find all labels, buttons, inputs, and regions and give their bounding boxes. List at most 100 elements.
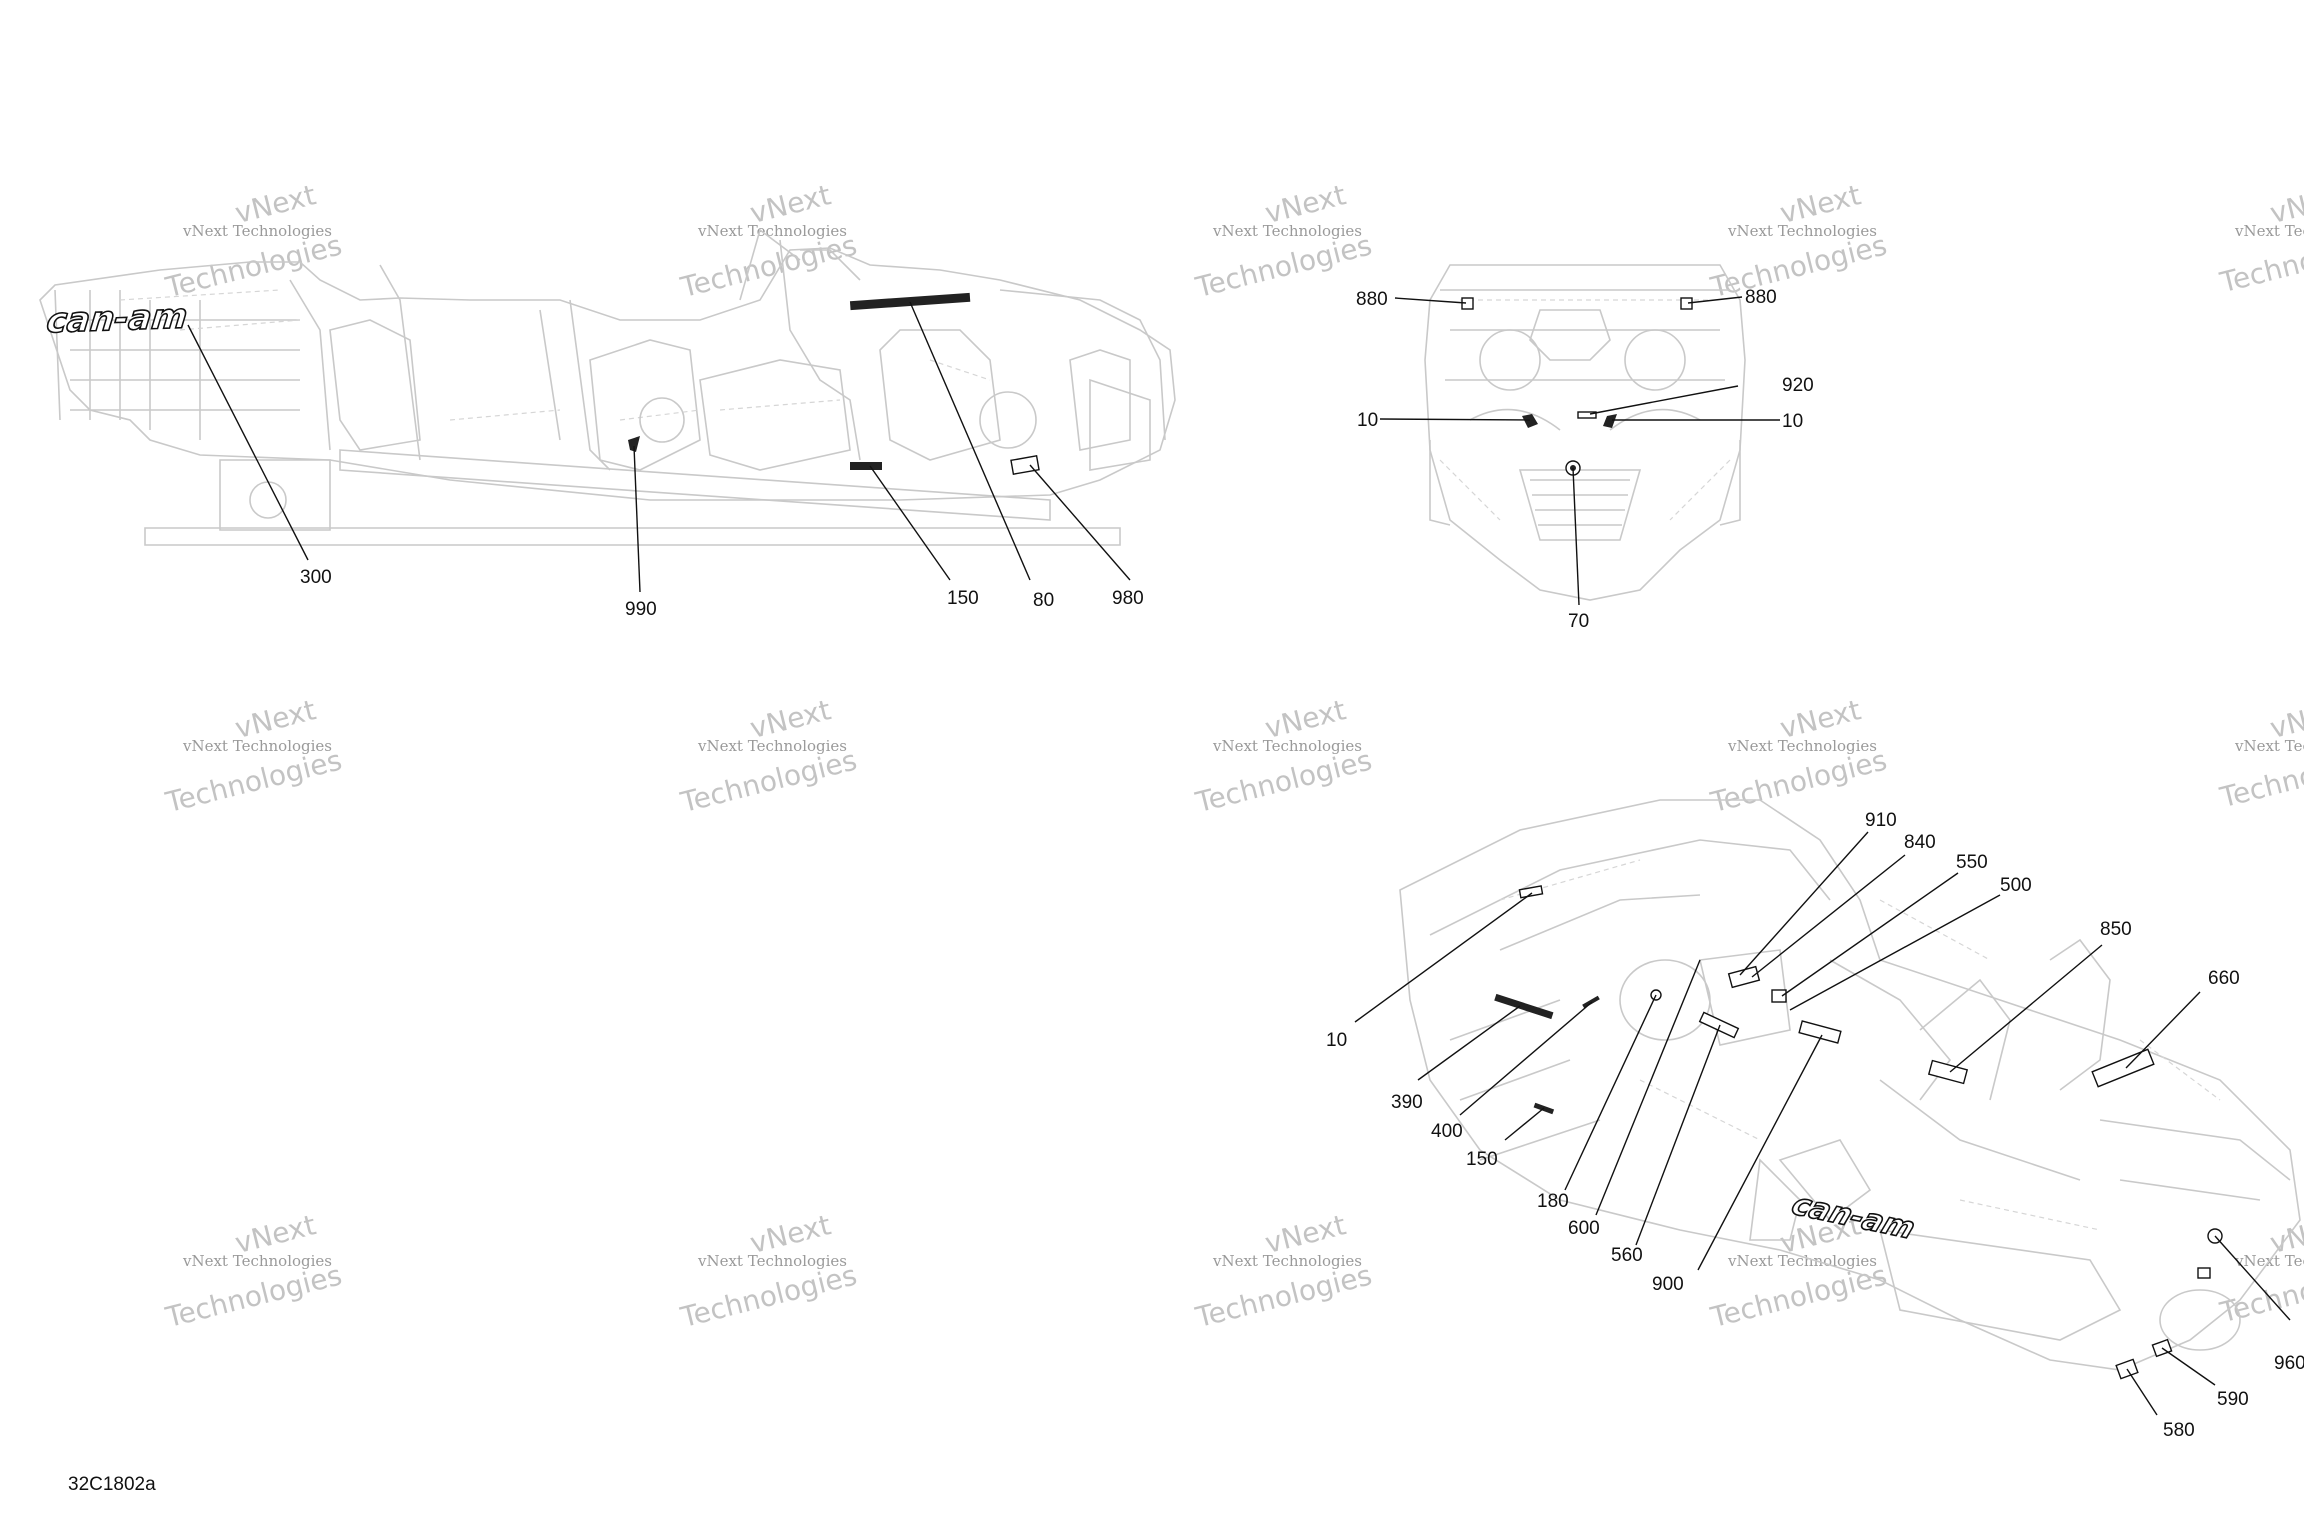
leader-560: [1635, 1024, 1721, 1246]
leader-880-right: [1687, 296, 1743, 304]
callout-660: 660: [2208, 968, 2240, 989]
leader-900: [1697, 1034, 1823, 1271]
iso-view-vehicle-drawing: [1399, 799, 2301, 1371]
front-view-vehicle-drawing: [1424, 264, 1746, 601]
leader-850: [1949, 944, 2103, 1073]
callout-10-right: 10: [1782, 411, 1803, 432]
decal-880-left: [1461, 297, 1474, 310]
watermark: vNext vNext Technologies Technologies: [162, 693, 345, 819]
callout-960: 960: [2274, 1353, 2304, 1374]
callout-560: 560: [1611, 1245, 1643, 1266]
watermark: vNext vNext Technologies Technologies: [2216, 693, 2304, 814]
leader-70: [1572, 467, 1580, 606]
decal-660: [2091, 1048, 2155, 1088]
svg-text:vNext Technologies: vNext Technologies: [182, 1252, 332, 1270]
watermark: vNext vNext Technologies Technologies: [162, 178, 345, 304]
decal-80: [849, 292, 971, 311]
leader-180: [1564, 994, 1657, 1191]
svg-text:vNext Technologies: vNext Technologies: [1727, 1252, 1877, 1270]
diagram-code: 32C1802a: [68, 1474, 156, 1495]
svg-text:vNext Technologies: vNext Technologies: [182, 222, 332, 240]
svg-text:vNext Technologies: vNext Technologies: [1727, 222, 1877, 240]
decal-390: [1494, 993, 1554, 1020]
callout-880-right: 880: [1745, 287, 1777, 308]
leader-880-left: [1394, 297, 1467, 304]
leader-990: [633, 445, 641, 593]
decal-920: [1577, 411, 1597, 419]
watermark: vNext vNext Technologies Technologies: [1192, 178, 1375, 304]
callout-80: 80: [1033, 590, 1054, 611]
watermark: vNext vNext Technologies Technologies: [2216, 1208, 2304, 1329]
decal-550: [1771, 989, 1787, 1003]
svg-text:vNext Technologies: vNext Technologies: [2234, 222, 2304, 240]
decal-10-iso: [1518, 885, 1544, 899]
svg-text:vNext Technologies: vNext Technologies: [1727, 737, 1877, 755]
callout-920: 920: [1782, 375, 1814, 396]
watermark: vNext vNext Technologies Technologies: [2216, 178, 2304, 299]
callout-390: 390: [1391, 1092, 1423, 1113]
svg-text:vNext Technologies: vNext Technologies: [697, 222, 847, 240]
callout-400: 400: [1431, 1121, 1463, 1142]
callout-180: 180: [1537, 1191, 1569, 1212]
decal-10-right: [1603, 414, 1617, 428]
watermark: vNext vNext Technologies Technologies: [677, 693, 860, 819]
callout-500: 500: [2000, 875, 2032, 896]
watermarks: vNext vNext Technologies Technologies vN…: [162, 178, 2304, 1334]
side-view: can-am 300 990 150 80 980: [39, 228, 1176, 620]
callout-580: 580: [2163, 1420, 2195, 1441]
leader-980: [1029, 464, 1131, 581]
leader-10-left: [1379, 418, 1531, 421]
leader-660: [2125, 991, 2201, 1069]
svg-text:vNext Technologies: vNext Technologies: [182, 737, 332, 755]
decal-900: [1798, 1020, 1842, 1044]
callout-850: 850: [2100, 919, 2132, 940]
leader-600: [1595, 959, 1701, 1216]
side-view-vehicle-drawing: [39, 228, 1176, 546]
callout-910: 910: [1865, 810, 1897, 831]
callout-10-iso: 10: [1326, 1030, 1347, 1051]
callout-600: 600: [1568, 1218, 1600, 1239]
can-am-logo-side: can-am: [45, 297, 190, 342]
decal-980: [1010, 455, 1040, 475]
decal-990: [628, 436, 640, 452]
leader-910: [1739, 831, 1869, 976]
callout-900: 900: [1652, 1274, 1684, 1295]
decal-150-side: [850, 462, 882, 470]
leader-150-iso: [1504, 1107, 1545, 1141]
leader-550: [1781, 872, 1959, 997]
leader-500: [1789, 894, 2001, 1011]
callout-980: 980: [1112, 588, 1144, 609]
decal-850: [1927, 1059, 1969, 1085]
watermark: vNext vNext Technologies Technologies: [677, 1208, 860, 1334]
leader-840: [1751, 854, 1906, 978]
decal-560: [1698, 1011, 1740, 1039]
decal-iso-misc: [2197, 1267, 2211, 1279]
leader-80: [909, 301, 1031, 581]
svg-text:vNext Technologies: vNext Technologies: [1212, 1252, 1362, 1270]
watermark: vNext vNext Technologies Technologies: [1192, 1208, 1375, 1334]
watermark: vNext vNext Technologies Technologies: [162, 1208, 345, 1334]
leader-580: [2126, 1368, 2158, 1416]
callout-10-left: 10: [1357, 410, 1378, 431]
leader-390: [1417, 1005, 1521, 1081]
svg-text:vNext Technologies: vNext Technologies: [697, 1252, 847, 1270]
leader-400: [1459, 1001, 1593, 1116]
front-view: 880 880 920 10 10 70: [1356, 264, 1814, 632]
callout-70: 70: [1568, 611, 1589, 632]
leader-150: [869, 465, 951, 581]
decal-10-left: [1522, 414, 1538, 428]
svg-text:vNext Technologies: vNext Technologies: [1212, 737, 1362, 755]
svg-text:vNext Technologies: vNext Technologies: [1212, 222, 1362, 240]
leader-920: [1589, 385, 1739, 415]
callout-840: 840: [1904, 832, 1936, 853]
svg-text:vNext Technologies: vNext Technologies: [697, 737, 847, 755]
leader-10-iso: [1354, 892, 1533, 1023]
iso-view: can-am 910 840 550 500: [1326, 799, 2304, 1441]
callout-880-left: 880: [1356, 289, 1388, 310]
leader-960: [2214, 1235, 2291, 1321]
leader-300: [187, 324, 309, 561]
watermark: vNext vNext Technologies Technologies: [1707, 178, 1890, 304]
watermark: vNext vNext Technologies Technologies: [1192, 693, 1375, 819]
callout-550: 550: [1956, 852, 1988, 873]
